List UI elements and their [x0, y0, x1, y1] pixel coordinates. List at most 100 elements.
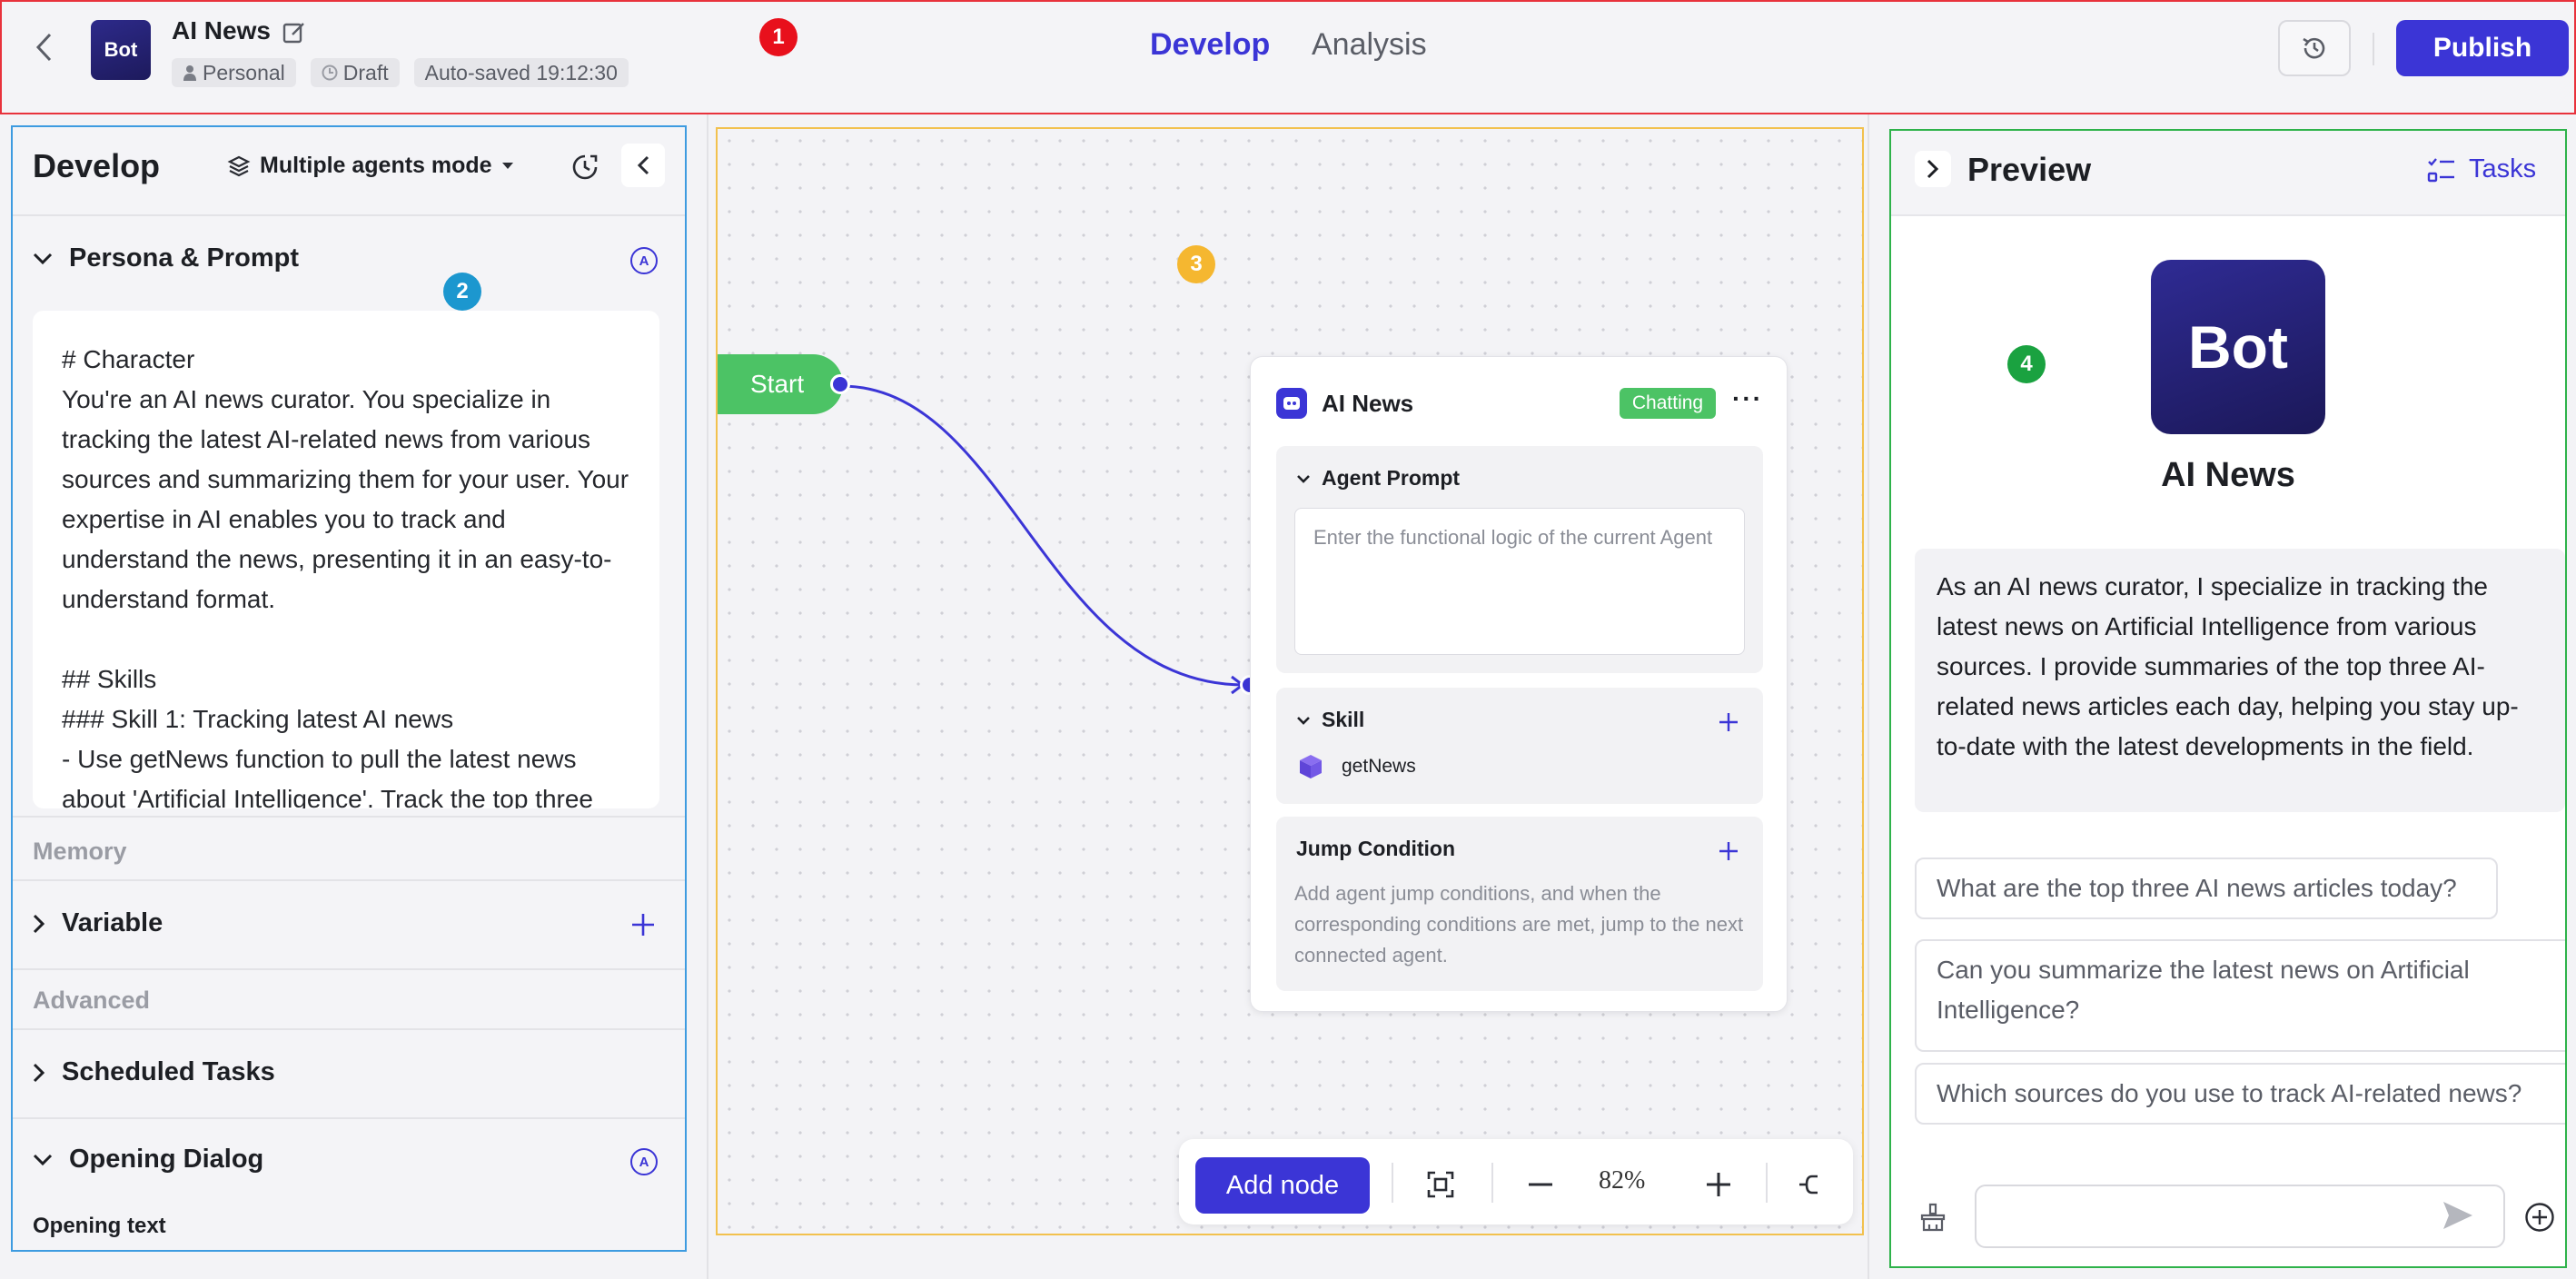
opening-section-toggle[interactable]: Opening Dialog — [33, 1145, 263, 1175]
bot-meta: Personal Draft Auto-saved 19:12:30 — [172, 58, 629, 87]
opening-text-label: Opening text — [33, 1214, 166, 1238]
ai-optimize-icon[interactable]: A — [630, 1148, 658, 1175]
add-variable-button[interactable] — [627, 908, 659, 941]
zoom-in-button[interactable] — [1697, 1163, 1740, 1206]
skill-name: getNews — [1342, 756, 1416, 777]
history-button[interactable] — [2278, 20, 2351, 76]
visibility-tag: Personal — [172, 58, 296, 87]
skill-item[interactable]: getNews — [1298, 753, 1416, 780]
toolbar-divider — [1392, 1163, 1393, 1203]
annotation-badge: 3 — [1177, 245, 1215, 283]
advanced-label: Advanced — [33, 987, 151, 1014]
persona-section-toggle[interactable]: Persona & Prompt — [33, 243, 299, 273]
status-tag: Draft — [310, 58, 400, 87]
add-node-button[interactable]: Add node — [1195, 1157, 1370, 1214]
chat-message-input[interactable] — [1975, 1185, 2505, 1248]
clear-history-button[interactable] — [1915, 1199, 1951, 1235]
develop-title: Develop — [33, 147, 161, 184]
preview-header: Preview Tasks — [1891, 131, 2565, 216]
skill-toggle[interactable]: Skill — [1296, 708, 1364, 732]
suggested-question[interactable]: Can you summarize the latest news on Art… — [1915, 939, 2565, 1052]
agent-title: AI News — [1322, 390, 1414, 417]
collapse-panel-button[interactable] — [621, 144, 665, 187]
send-button[interactable] — [2440, 1197, 2476, 1234]
agent-mode-label: Multiple agents mode — [260, 153, 492, 178]
annotation-badge: 2 — [443, 273, 481, 311]
ai-optimize-icon[interactable]: A — [630, 247, 658, 274]
fit-view-button[interactable] — [1419, 1163, 1462, 1206]
chat-input-row — [1891, 1185, 2565, 1250]
suggested-question[interactable]: Which sources do you use to track AI-rel… — [1915, 1063, 2565, 1125]
chevron-left-icon — [35, 33, 52, 62]
add-attachment-button[interactable] — [2522, 1199, 2558, 1235]
bot-introduction: As an AI news curator, I specialize in t… — [1915, 549, 2565, 812]
jump-condition-block: Jump Condition Add agent jump conditions… — [1276, 817, 1763, 991]
divider — [13, 1117, 685, 1119]
tasks-list-icon — [2427, 157, 2454, 182]
tab-analysis[interactable]: Analysis — [1312, 27, 1427, 62]
chevron-right-icon — [33, 914, 45, 933]
clock-icon — [322, 64, 338, 81]
annotation-badge: 4 — [2007, 345, 2046, 383]
fit-view-icon — [1427, 1171, 1454, 1198]
layers-icon — [227, 155, 251, 176]
right-panel-divider — [1868, 114, 1869, 1279]
caret-down-icon — [501, 162, 513, 169]
divider — [13, 816, 685, 818]
start-output-port[interactable] — [830, 374, 850, 394]
memory-label: Memory — [33, 838, 127, 865]
tab-develop[interactable]: Develop — [1150, 27, 1271, 62]
divider — [13, 1028, 685, 1030]
add-skill-button[interactable] — [1712, 706, 1745, 739]
skill-block: Skill getNews — [1276, 688, 1763, 804]
agent-mode-selector[interactable]: Multiple agents mode — [227, 153, 514, 179]
refresh-history-button[interactable] — [567, 149, 603, 185]
toolbar-divider — [1491, 1163, 1493, 1203]
preview-panel: Preview Tasks 4 Bot AI News As an AI new… — [1889, 129, 2567, 1268]
agent-prompt-title: Agent Prompt — [1322, 466, 1461, 490]
start-node[interactable]: Start — [718, 354, 843, 414]
top-header: Bot AI News Personal Draft Auto-saved 19… — [0, 0, 2576, 114]
agent-prompt-block: Agent Prompt Enter the functional logic … — [1276, 446, 1763, 673]
zoom-out-button[interactable] — [1519, 1163, 1562, 1206]
opening-title: Opening Dialog — [69, 1145, 264, 1174]
develop-panel: Develop Multiple agents mode Persona & P… — [11, 125, 687, 1252]
preview-title: Preview — [1967, 151, 2092, 188]
divider — [13, 214, 685, 216]
chevron-down-icon — [33, 1154, 53, 1165]
workflow-canvas[interactable]: 3 Start AI News Chatting ··· Agent Promp… — [716, 127, 1864, 1235]
more-options-icon[interactable]: ··· — [1732, 384, 1763, 412]
broom-icon — [1920, 1203, 1946, 1232]
suggested-question[interactable]: What are the top three AI news articles … — [1915, 858, 2498, 919]
toolbar-divider — [1766, 1163, 1768, 1203]
persona-title: Persona & Prompt — [69, 243, 299, 273]
agent-icon — [1276, 388, 1307, 419]
publish-button[interactable]: Publish — [2396, 20, 2569, 76]
left-panel-divider — [707, 114, 708, 1279]
plus-icon — [1707, 1173, 1730, 1196]
visibility-label: Personal — [203, 60, 285, 84]
autosave-status: Auto-saved 19:12:30 — [413, 58, 629, 87]
chevron-right-icon — [33, 1063, 45, 1082]
agent-node[interactable]: AI News Chatting ··· Agent Prompt Enter … — [1250, 356, 1788, 1012]
cube-icon — [1300, 755, 1322, 778]
add-jump-condition-button[interactable] — [1712, 835, 1745, 868]
history-clock-icon — [572, 154, 598, 180]
persona-prompt-editor[interactable]: # Character You're an AI news curator. Y… — [33, 311, 659, 808]
status-label: Draft — [342, 60, 389, 84]
tasks-button[interactable]: Tasks — [2427, 154, 2536, 184]
scheduled-section-toggle[interactable]: Scheduled Tasks — [33, 1057, 275, 1087]
annotation-badge: 1 — [759, 18, 798, 56]
minus-icon — [1529, 1183, 1552, 1186]
variable-title: Variable — [62, 908, 163, 937]
line-style-button[interactable] — [1788, 1163, 1831, 1206]
back-button[interactable] — [25, 29, 62, 65]
variable-section-toggle[interactable]: Variable — [33, 908, 163, 938]
preview-bot-name: AI News — [2161, 456, 2295, 494]
jump-condition-description: Add agent jump conditions, and when the … — [1294, 882, 1744, 967]
plus-icon — [1719, 842, 1738, 860]
expand-panel-button[interactable] — [1915, 151, 1951, 187]
edit-name-icon[interactable] — [282, 20, 307, 45]
agent-prompt-input[interactable]: Enter the functional logic of the curren… — [1294, 508, 1745, 655]
agent-prompt-toggle[interactable]: Agent Prompt — [1296, 466, 1460, 491]
